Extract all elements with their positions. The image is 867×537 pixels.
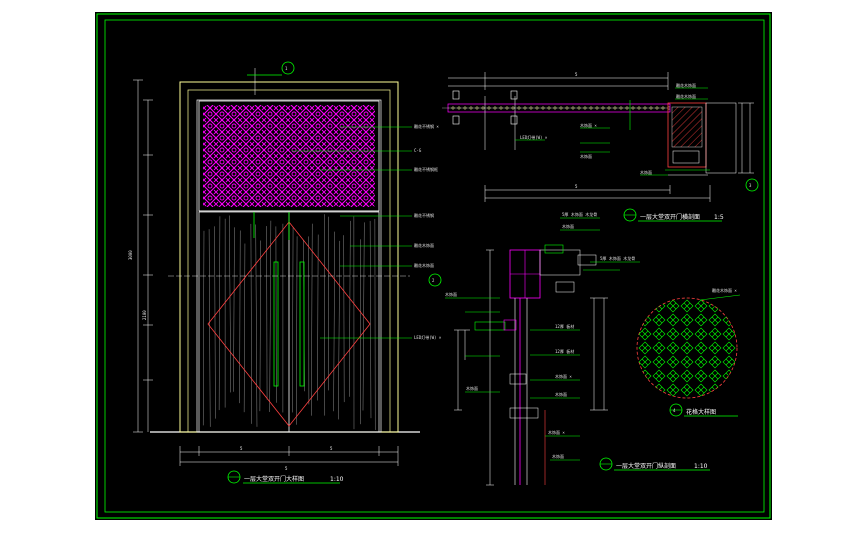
callout-e7: LED灯带(W) ×: [414, 334, 442, 340]
vsection-title: 一层大堂双开门纵剖面: [616, 462, 676, 470]
callout-p3: LED灯带(W) ×: [520, 134, 548, 140]
callout-s2: 木饰面: [562, 223, 574, 229]
plan-title: 一层大堂双开门横剖面: [640, 213, 700, 221]
elevation-scale: 1:10: [330, 476, 344, 483]
lattice-pattern: [203, 105, 375, 207]
callout-p1: 雕花木饰面: [676, 82, 696, 88]
callout-e3: 雕花不锈钢框: [414, 166, 438, 172]
callout-s3: 5厚 木饰面 木龙骨: [600, 255, 635, 261]
callout-s10: 木饰面 ×: [548, 429, 565, 435]
plan-scale: 1:5: [714, 214, 724, 221]
svg-text:2100: 2100: [142, 310, 147, 320]
callout-p5: 木饰面: [580, 153, 592, 159]
callout-p4: 木饰面 ×: [580, 122, 597, 128]
callout-e5: 雕花木饰面: [414, 242, 434, 248]
callout-p6: 木饰面: [640, 169, 652, 175]
callout-s6: 12厚 板材: [555, 348, 574, 354]
callout-s9: 木饰面: [555, 391, 567, 397]
svg-text:3000: 3000: [128, 250, 133, 260]
callout-s1: 5厚 木饰面 木龙骨: [562, 211, 597, 217]
vsection-scale: 1:10: [694, 463, 708, 470]
callout-s8: 木饰面: [466, 385, 478, 391]
callout-p2: 雕花木饰面: [676, 93, 696, 99]
detail-title: 花格大样图: [686, 408, 716, 416]
callout-e1: 雕花不锈钢 ×: [414, 123, 439, 129]
elevation-title: 一层大堂双开门大样图: [244, 475, 304, 483]
callout-e2: C-G: [414, 148, 422, 153]
callout-s4: 木饰面: [445, 291, 457, 297]
callout-s5: 12厚 板材: [555, 323, 574, 329]
callout-e4: 雕花不锈钢: [414, 212, 434, 218]
callout-d1: 雕花木饰面 ×: [712, 287, 737, 293]
callout-s7: 木饰面 ×: [555, 373, 572, 379]
callout-e6: 雕花木饰面: [414, 262, 434, 268]
callout-s11: 木饰面: [552, 453, 564, 459]
